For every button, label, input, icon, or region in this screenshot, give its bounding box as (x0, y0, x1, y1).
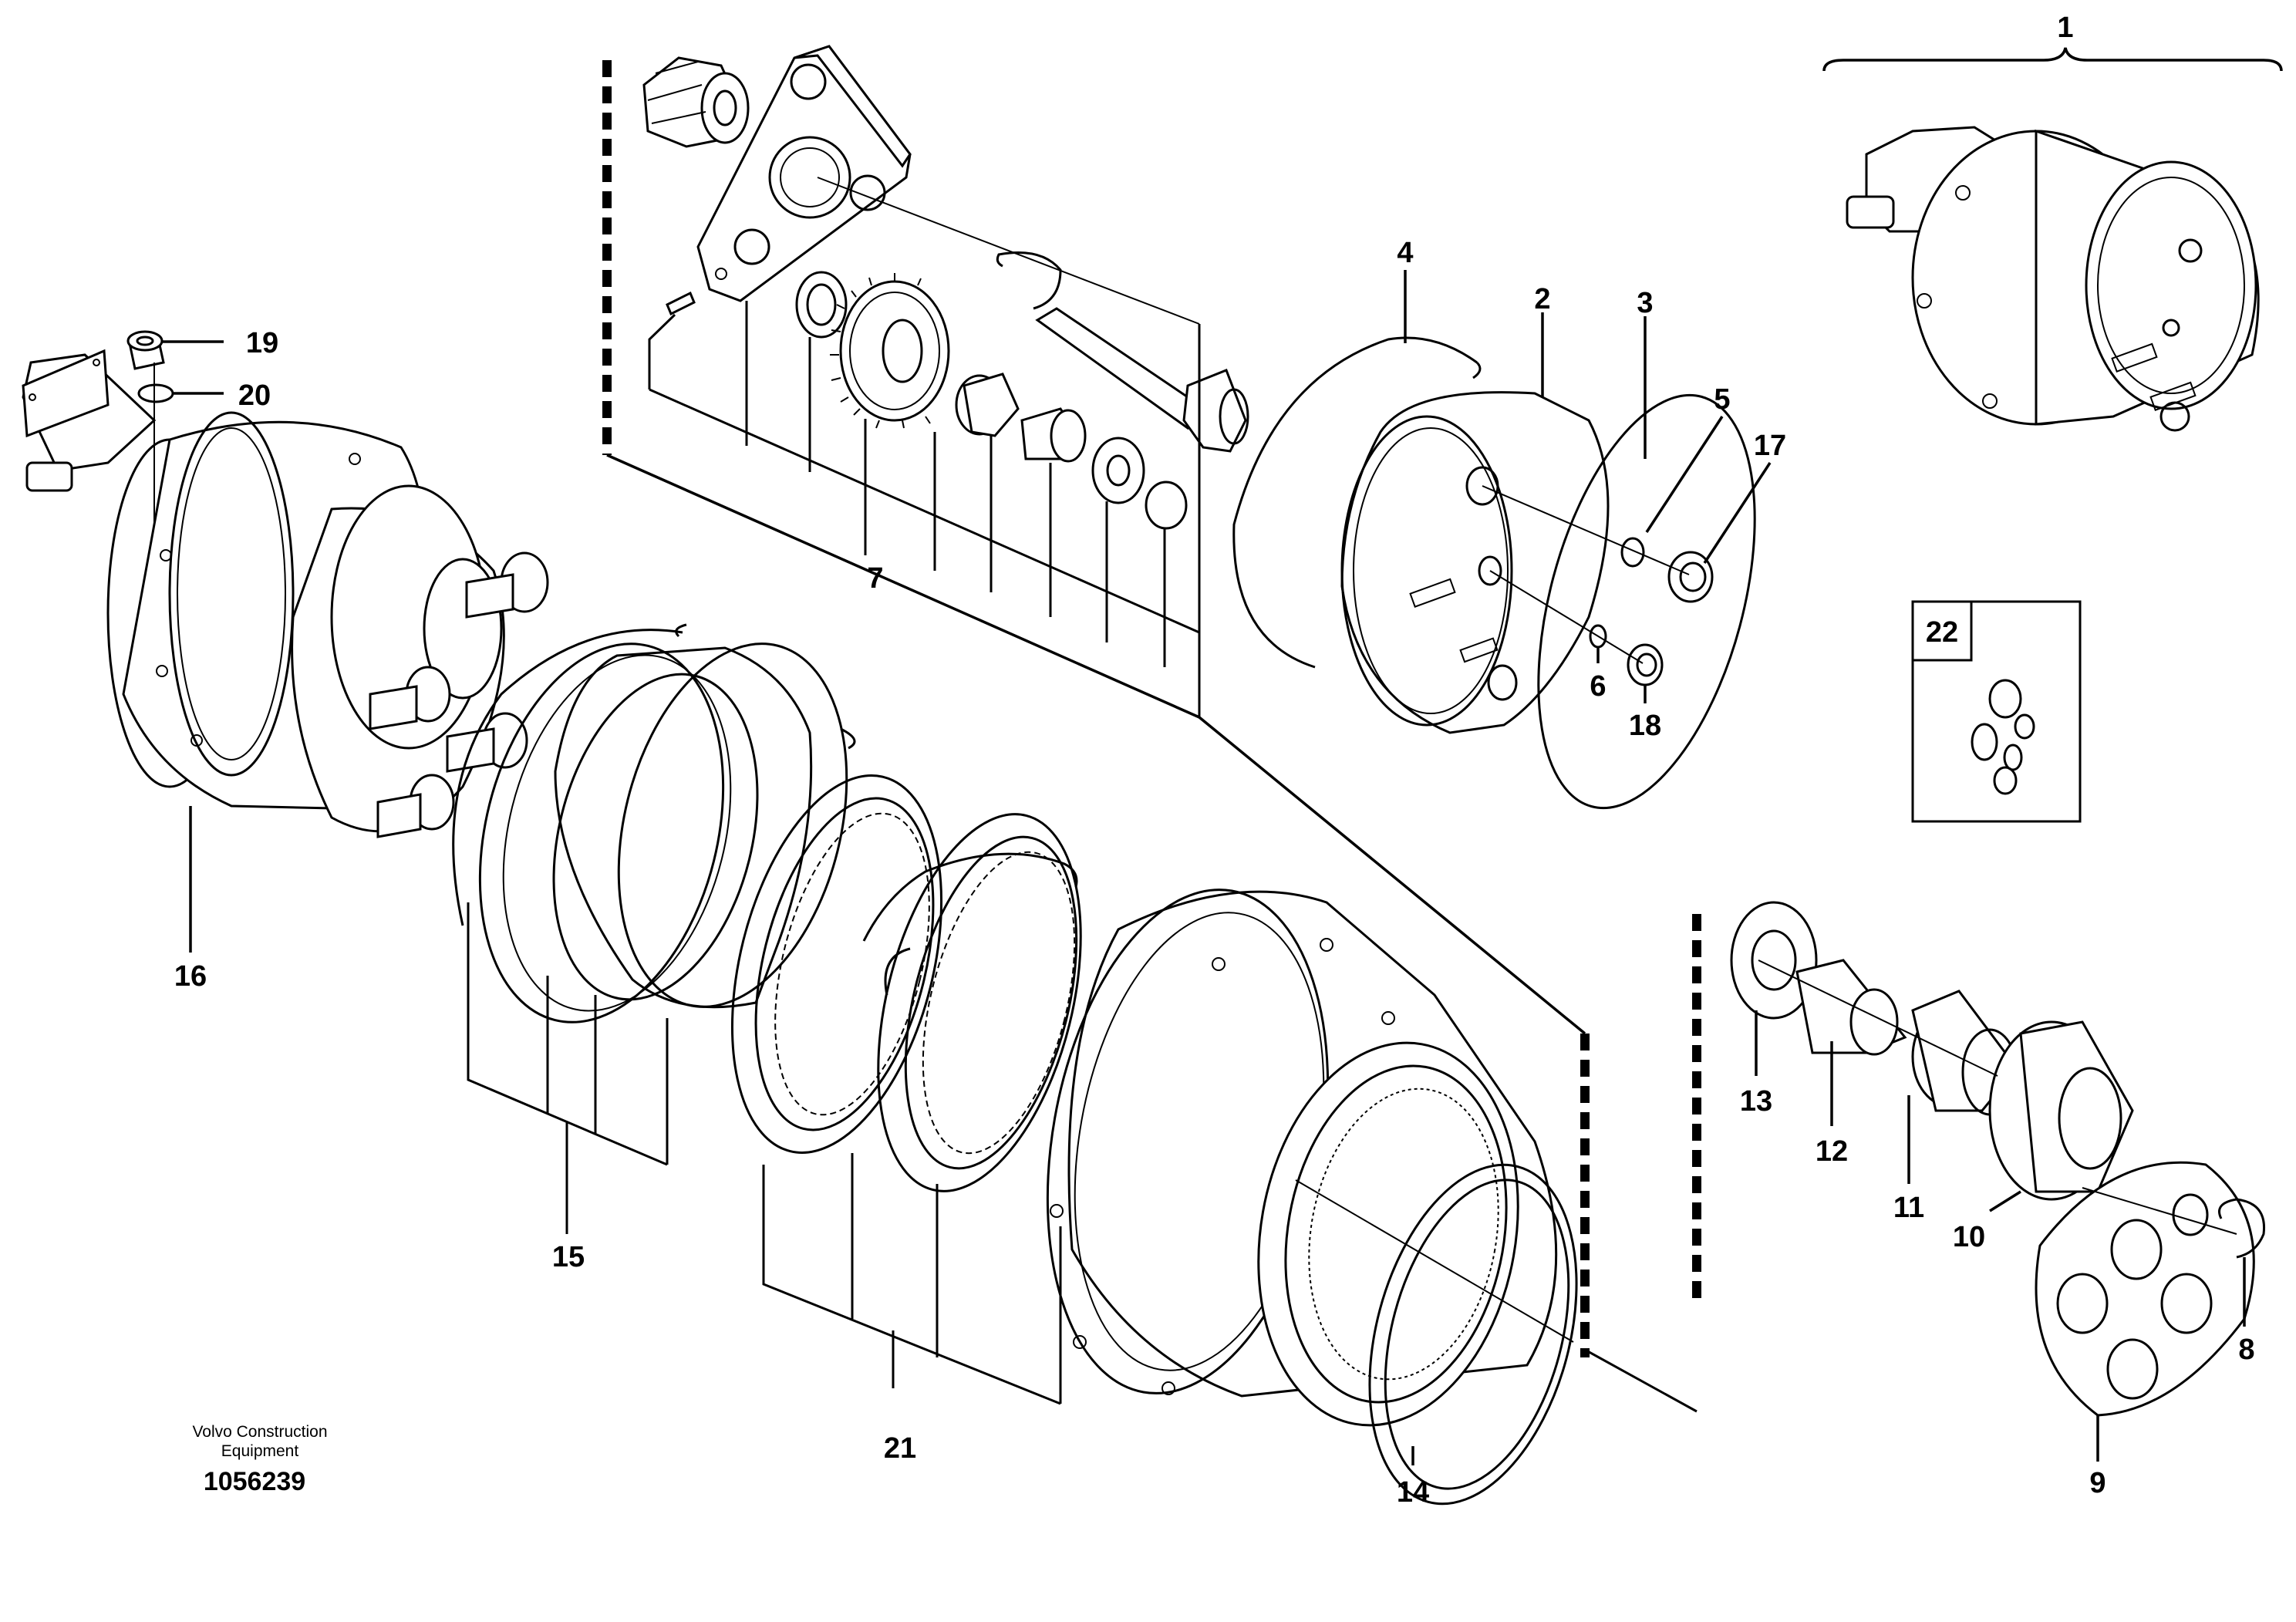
lower-planetary-group (1692, 901, 2266, 1462)
seal-kit-box (1911, 600, 2082, 823)
document-number: 1056239 (204, 1467, 305, 1496)
upper-planetary-group (602, 45, 1249, 719)
planet-carrier-plate (696, 45, 912, 302)
callout-6: 6 (1590, 670, 1606, 703)
callout-16: 16 (174, 960, 207, 993)
small-spur-gear (642, 56, 750, 148)
callout-15: 15 (552, 1241, 585, 1273)
callout-1: 1 (2057, 12, 2073, 44)
bearing-group (730, 774, 1082, 1405)
callout-22: 22 (1926, 616, 1958, 649)
callout-7: 7 (867, 562, 883, 595)
callout-18: 18 (1629, 710, 1661, 742)
publisher-credit: Volvo Construction Equipment 1056239 (192, 1423, 327, 1496)
cover-assembly (1232, 270, 1772, 810)
callout-21: 21 (884, 1432, 916, 1465)
hydraulic-motor (22, 330, 549, 953)
callout-14: 14 (1397, 1476, 1429, 1509)
callout-11: 11 (1893, 1192, 1924, 1224)
credit-line-1: Volvo Construction (192, 1423, 327, 1441)
floating-seal-group (452, 623, 856, 1234)
callout-8: 8 (2238, 1334, 2254, 1366)
callout-19: 19 (246, 327, 278, 359)
callout-9: 9 (2089, 1467, 2106, 1499)
hub-and-ring-gear (1046, 889, 1698, 1506)
callout-2: 2 (1534, 283, 1550, 315)
callout-10: 10 (1953, 1221, 1985, 1253)
complete-final-drive-assembly (1822, 47, 2283, 432)
callout-20: 20 (238, 379, 271, 412)
callout-4: 4 (1397, 237, 1413, 269)
cover-connector (1198, 716, 1590, 1037)
callout-5: 5 (1714, 383, 1730, 416)
callout-12: 12 (1816, 1135, 1848, 1168)
callout-13: 13 (1740, 1085, 1772, 1118)
credit-line-2: Equipment (221, 1442, 299, 1460)
callout-3: 3 (1637, 287, 1653, 319)
callout-17: 17 (1754, 430, 1786, 462)
planet-gear (830, 273, 950, 429)
callout-labels: 1 2 3 4 5 6 7 8 9 10 11 12 13 14 15 16 1… (174, 12, 2255, 1509)
